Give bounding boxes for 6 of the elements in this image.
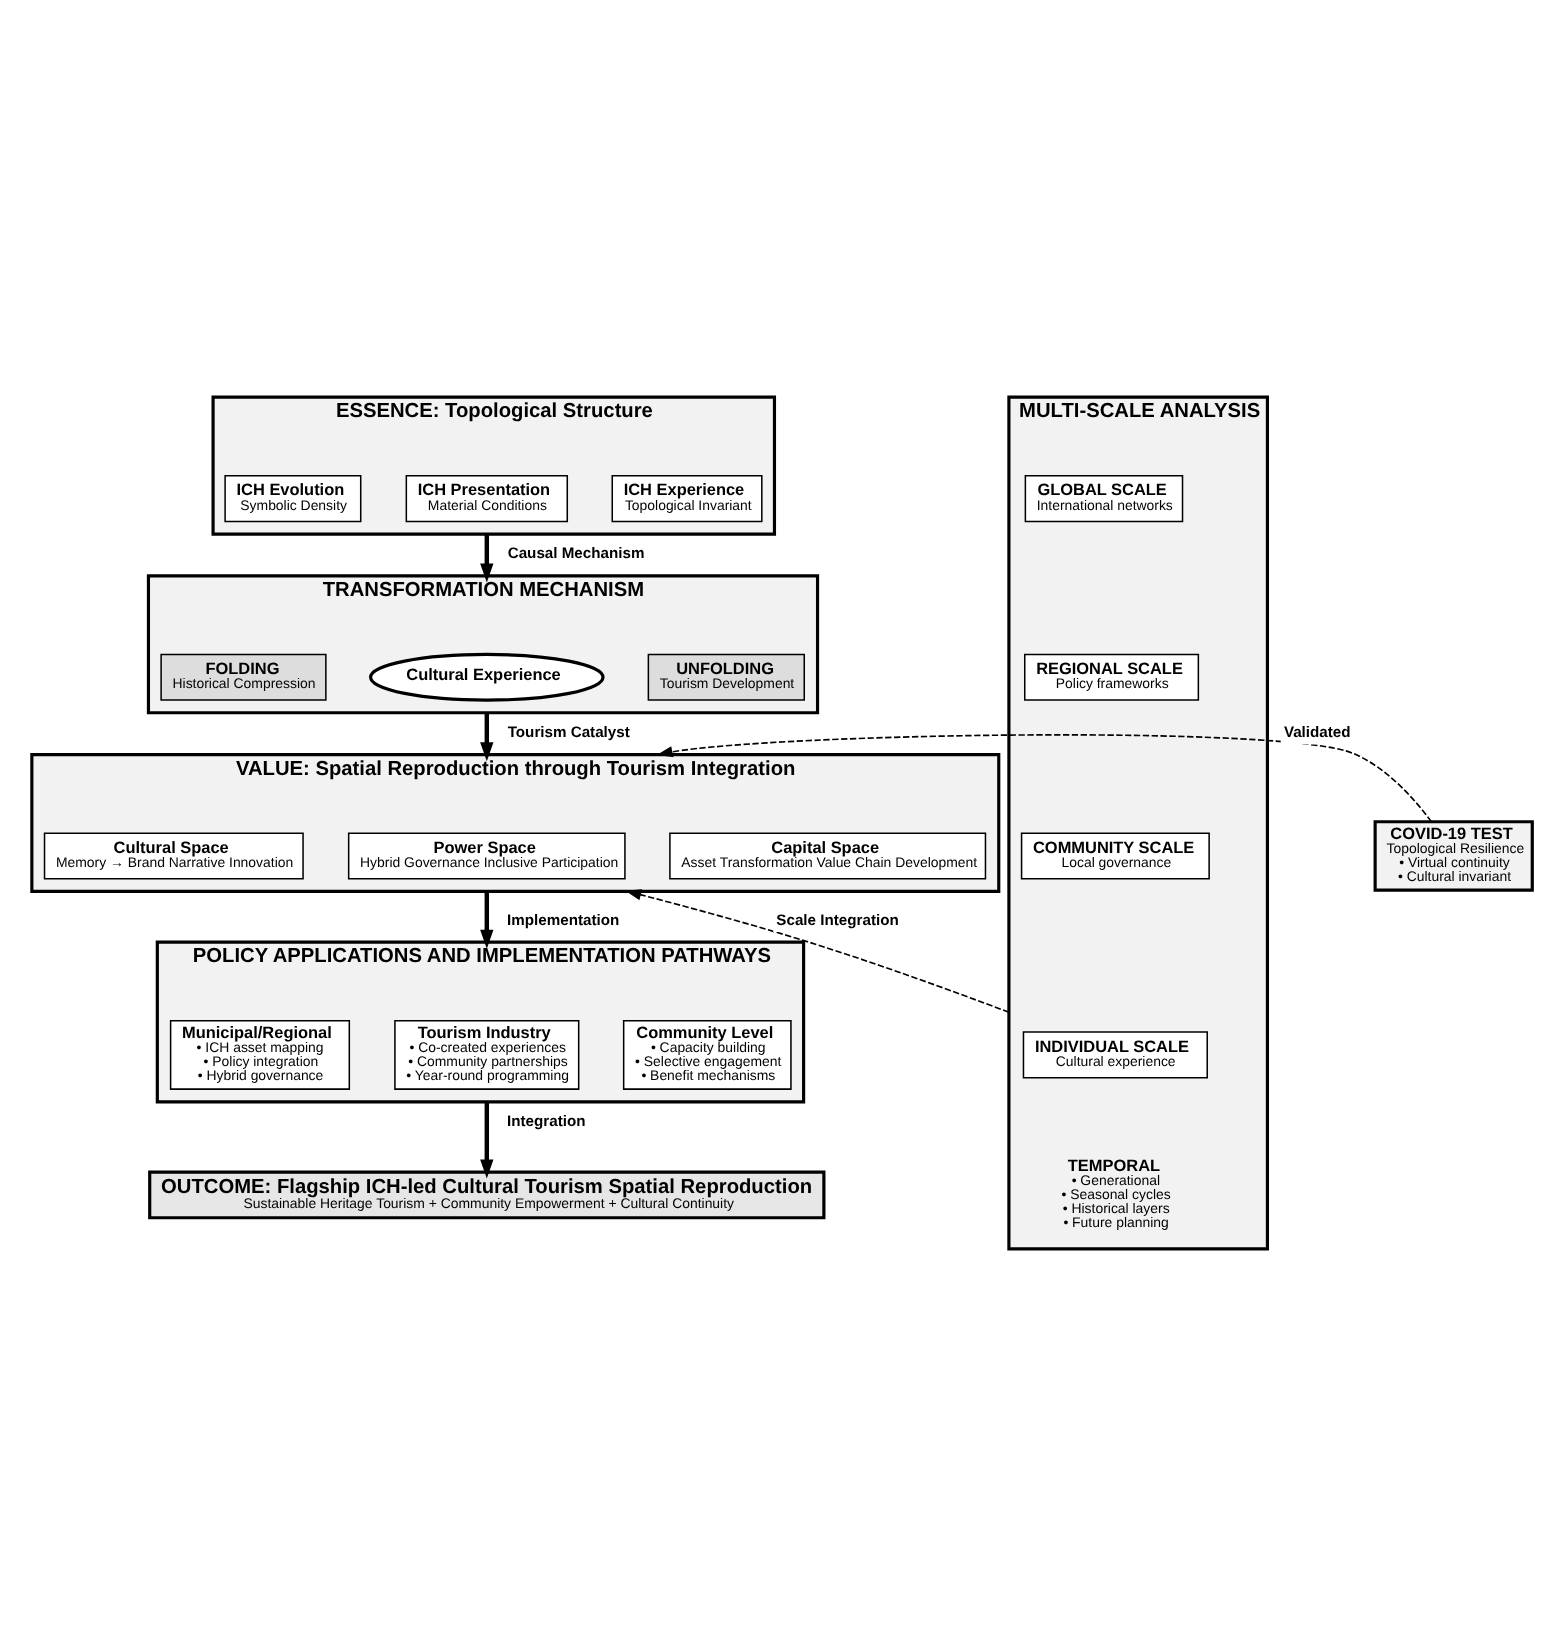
arrow — [480, 1101, 494, 1179]
arrow — [480, 891, 494, 949]
arrow — [656, 734, 1433, 823]
arrow — [480, 712, 494, 762]
arrow — [625, 889, 1010, 1014]
arrow — [480, 534, 494, 583]
